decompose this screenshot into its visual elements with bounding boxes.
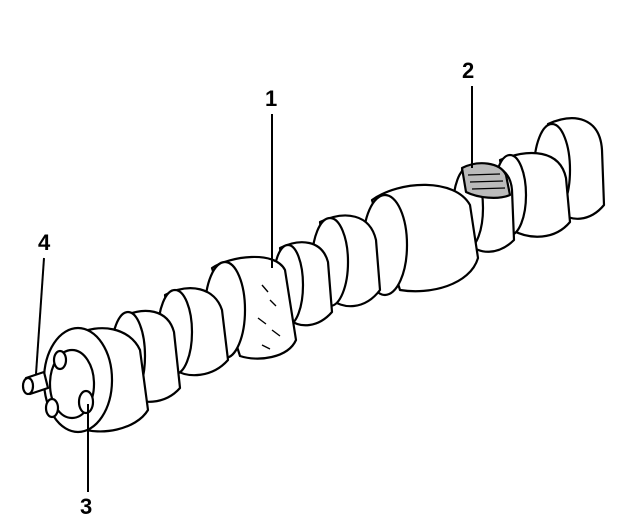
callout-2: 2 — [462, 58, 475, 83]
leader-lines — [35, 86, 473, 492]
bolt-hole-lower-left — [44, 397, 60, 419]
bolt-hole-upper — [52, 349, 68, 371]
leader-line-4 — [35, 257, 45, 375]
camshaft-body — [21, 117, 610, 434]
bearing-journal-center — [203, 255, 298, 360]
bearing-journal-center-right — [361, 183, 480, 297]
dowel-pin — [21, 370, 50, 396]
bolt-hole-lower-right — [77, 389, 95, 415]
callout-1: 1 — [265, 86, 278, 111]
drive-gear — [460, 162, 512, 199]
callout-4: 4 — [38, 230, 51, 255]
bearing-journal-front — [42, 326, 150, 434]
callout-3: 3 — [80, 494, 93, 519]
